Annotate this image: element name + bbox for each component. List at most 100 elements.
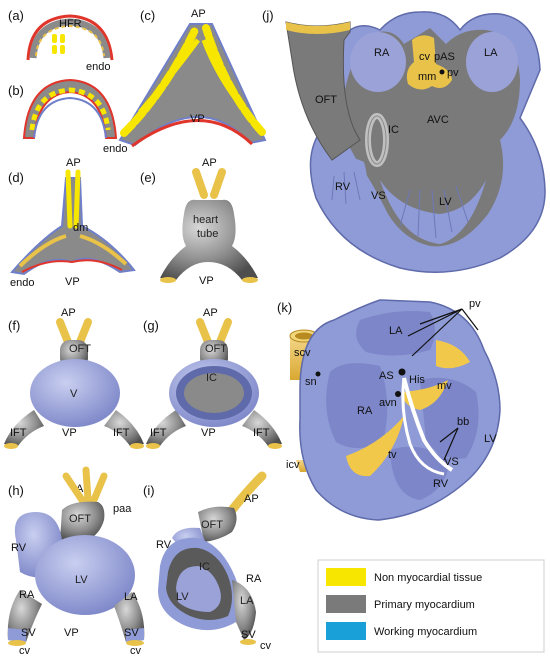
pv-label-j: pv <box>447 67 459 79</box>
ap-label-g: AP <box>203 307 218 319</box>
vp-label-g: VP <box>201 427 216 439</box>
la-label-h: LA <box>124 591 138 603</box>
bb-label: bb <box>457 416 469 428</box>
panel-b-tag: (b) <box>8 83 24 98</box>
ap-label-f: AP <box>61 307 76 319</box>
ic-label-j: IC <box>388 124 399 136</box>
cv-left-label-h: cv <box>19 645 31 657</box>
la-label-j: LA <box>484 47 498 59</box>
rv-label-i: RV <box>156 539 172 551</box>
lv-label-j: LV <box>439 196 452 208</box>
vs-label-j: VS <box>371 190 386 202</box>
la-label-i: LA <box>240 595 254 607</box>
cv-label-i: cv <box>260 640 272 652</box>
panel-f-tag: (f) <box>8 318 20 333</box>
panel-j-tag: (j) <box>262 8 274 23</box>
ic-label-g: IC <box>206 372 217 384</box>
pas-label: pAS <box>434 51 455 63</box>
endo-label-a: endo <box>86 61 110 73</box>
panel-k-tag: (k) <box>277 300 292 315</box>
sv-label-i: SV <box>241 629 256 641</box>
panel-d: (d) AP dm endo VP <box>8 157 136 289</box>
panel-i-tag: (i) <box>143 483 155 498</box>
ap-label-d: AP <box>66 157 81 169</box>
panel-k: (k) pv scv sn LA <box>277 298 501 521</box>
scv-label: scv <box>294 347 311 359</box>
rv-label-j: RV <box>335 181 351 193</box>
panel-g: (g) AP OFT IC IFT IFT VP <box>143 307 282 449</box>
legend-label-non-myocardial: Non myocardial tissue <box>374 572 482 584</box>
v-label: V <box>70 388 78 400</box>
legend: Non myocardial tissue Primary myocardium… <box>317 559 545 653</box>
hfr-label: HFR <box>59 18 82 30</box>
as-label: AS <box>379 370 394 382</box>
ift-left-label-f: IFT <box>10 427 27 439</box>
ap-label-c: AP <box>191 8 206 20</box>
oft-label-f: OFT <box>69 343 91 355</box>
sn-label: sn <box>305 376 317 388</box>
panel-c-tag: (c) <box>140 8 155 23</box>
panel-b: (b) endo <box>8 78 127 155</box>
vs-label-k: VS <box>444 456 459 468</box>
panel-a: (a) HFR endo <box>8 8 114 73</box>
sv-left-label-h: SV <box>21 627 36 639</box>
vp-label-e: VP <box>199 275 214 287</box>
lv-label-k: LV <box>484 433 497 445</box>
cv-right-label-h: cv <box>130 645 142 657</box>
panel-h-tag: (h) <box>8 483 24 498</box>
vp-label-h: VP <box>64 627 79 639</box>
avn-label: avn <box>379 397 397 409</box>
panel-e-tag: (e) <box>140 170 156 185</box>
oft-label-g: OFT <box>205 343 227 355</box>
tv-label: tv <box>388 449 397 461</box>
panel-c: (c) AP VP <box>118 8 267 148</box>
panel-f: (f) AP OFT V IFT IFT VP <box>4 307 144 449</box>
panel-a-tag: (a) <box>8 8 24 23</box>
ift-right-label-g: IFT <box>253 427 270 439</box>
mv-label: mv <box>437 380 452 392</box>
legend-label-primary-myocardium: Primary myocardium <box>374 599 475 611</box>
sv-right-label-h: SV <box>124 627 139 639</box>
vp-label-f: VP <box>62 427 77 439</box>
heart-label: heart <box>193 214 218 226</box>
ra-label-h: RA <box>19 589 35 601</box>
ap-label-e: AP <box>202 157 217 169</box>
pv-label-k: pv <box>469 298 481 310</box>
icv-label: icv <box>286 459 300 471</box>
la-label-k: LA <box>389 325 403 337</box>
paa-label: paa <box>113 503 132 515</box>
endo-label-b: endo <box>103 143 127 155</box>
rv-label-h: RV <box>11 542 27 554</box>
cv-label-j: cv <box>419 51 431 63</box>
legend-swatch-working-myocardium <box>326 622 366 640</box>
lv-label-h: LV <box>75 574 88 586</box>
vp-label-c: VP <box>190 113 205 125</box>
panel-h: (h) AP paa OFT RV LV RA LA SV SV cv cv V… <box>7 466 145 657</box>
ap-label-i: AP <box>244 493 259 505</box>
panel-e: (e) AP heart tube VP <box>140 157 258 287</box>
oft-label-j: OFT <box>315 94 337 106</box>
panel-j: (j) pAS RA LA cv mm pv OFT IC AVC RV <box>262 8 546 273</box>
ic-label-i: IC <box>199 561 210 573</box>
his-label: His <box>409 374 425 386</box>
panel-g-tag: (g) <box>143 318 159 333</box>
ra-label-i: RA <box>246 573 262 585</box>
panel-i: (i) AP OFT RV IC RA LV LA SV cv <box>143 471 272 652</box>
legend-swatch-non-myocardial <box>326 568 366 586</box>
legend-label-working-myocardium: Working myocardium <box>374 626 477 638</box>
panel-d-tag: (d) <box>8 170 24 185</box>
avc-label: AVC <box>427 114 449 126</box>
dm-label: dm <box>73 222 88 234</box>
oft-label-h: OFT <box>69 513 91 525</box>
mm-label: mm <box>418 71 436 83</box>
lv-label-i: LV <box>176 591 189 603</box>
ra-label-j: RA <box>374 47 390 59</box>
legend-swatch-primary-myocardium <box>326 595 366 613</box>
tube-label: tube <box>197 228 218 240</box>
oft-label-i: OFT <box>201 519 223 531</box>
ift-left-label-g: IFT <box>150 427 167 439</box>
endo-label-d: endo <box>10 277 34 289</box>
vp-label-d: VP <box>65 276 80 288</box>
ift-right-label-f: IFT <box>113 427 130 439</box>
